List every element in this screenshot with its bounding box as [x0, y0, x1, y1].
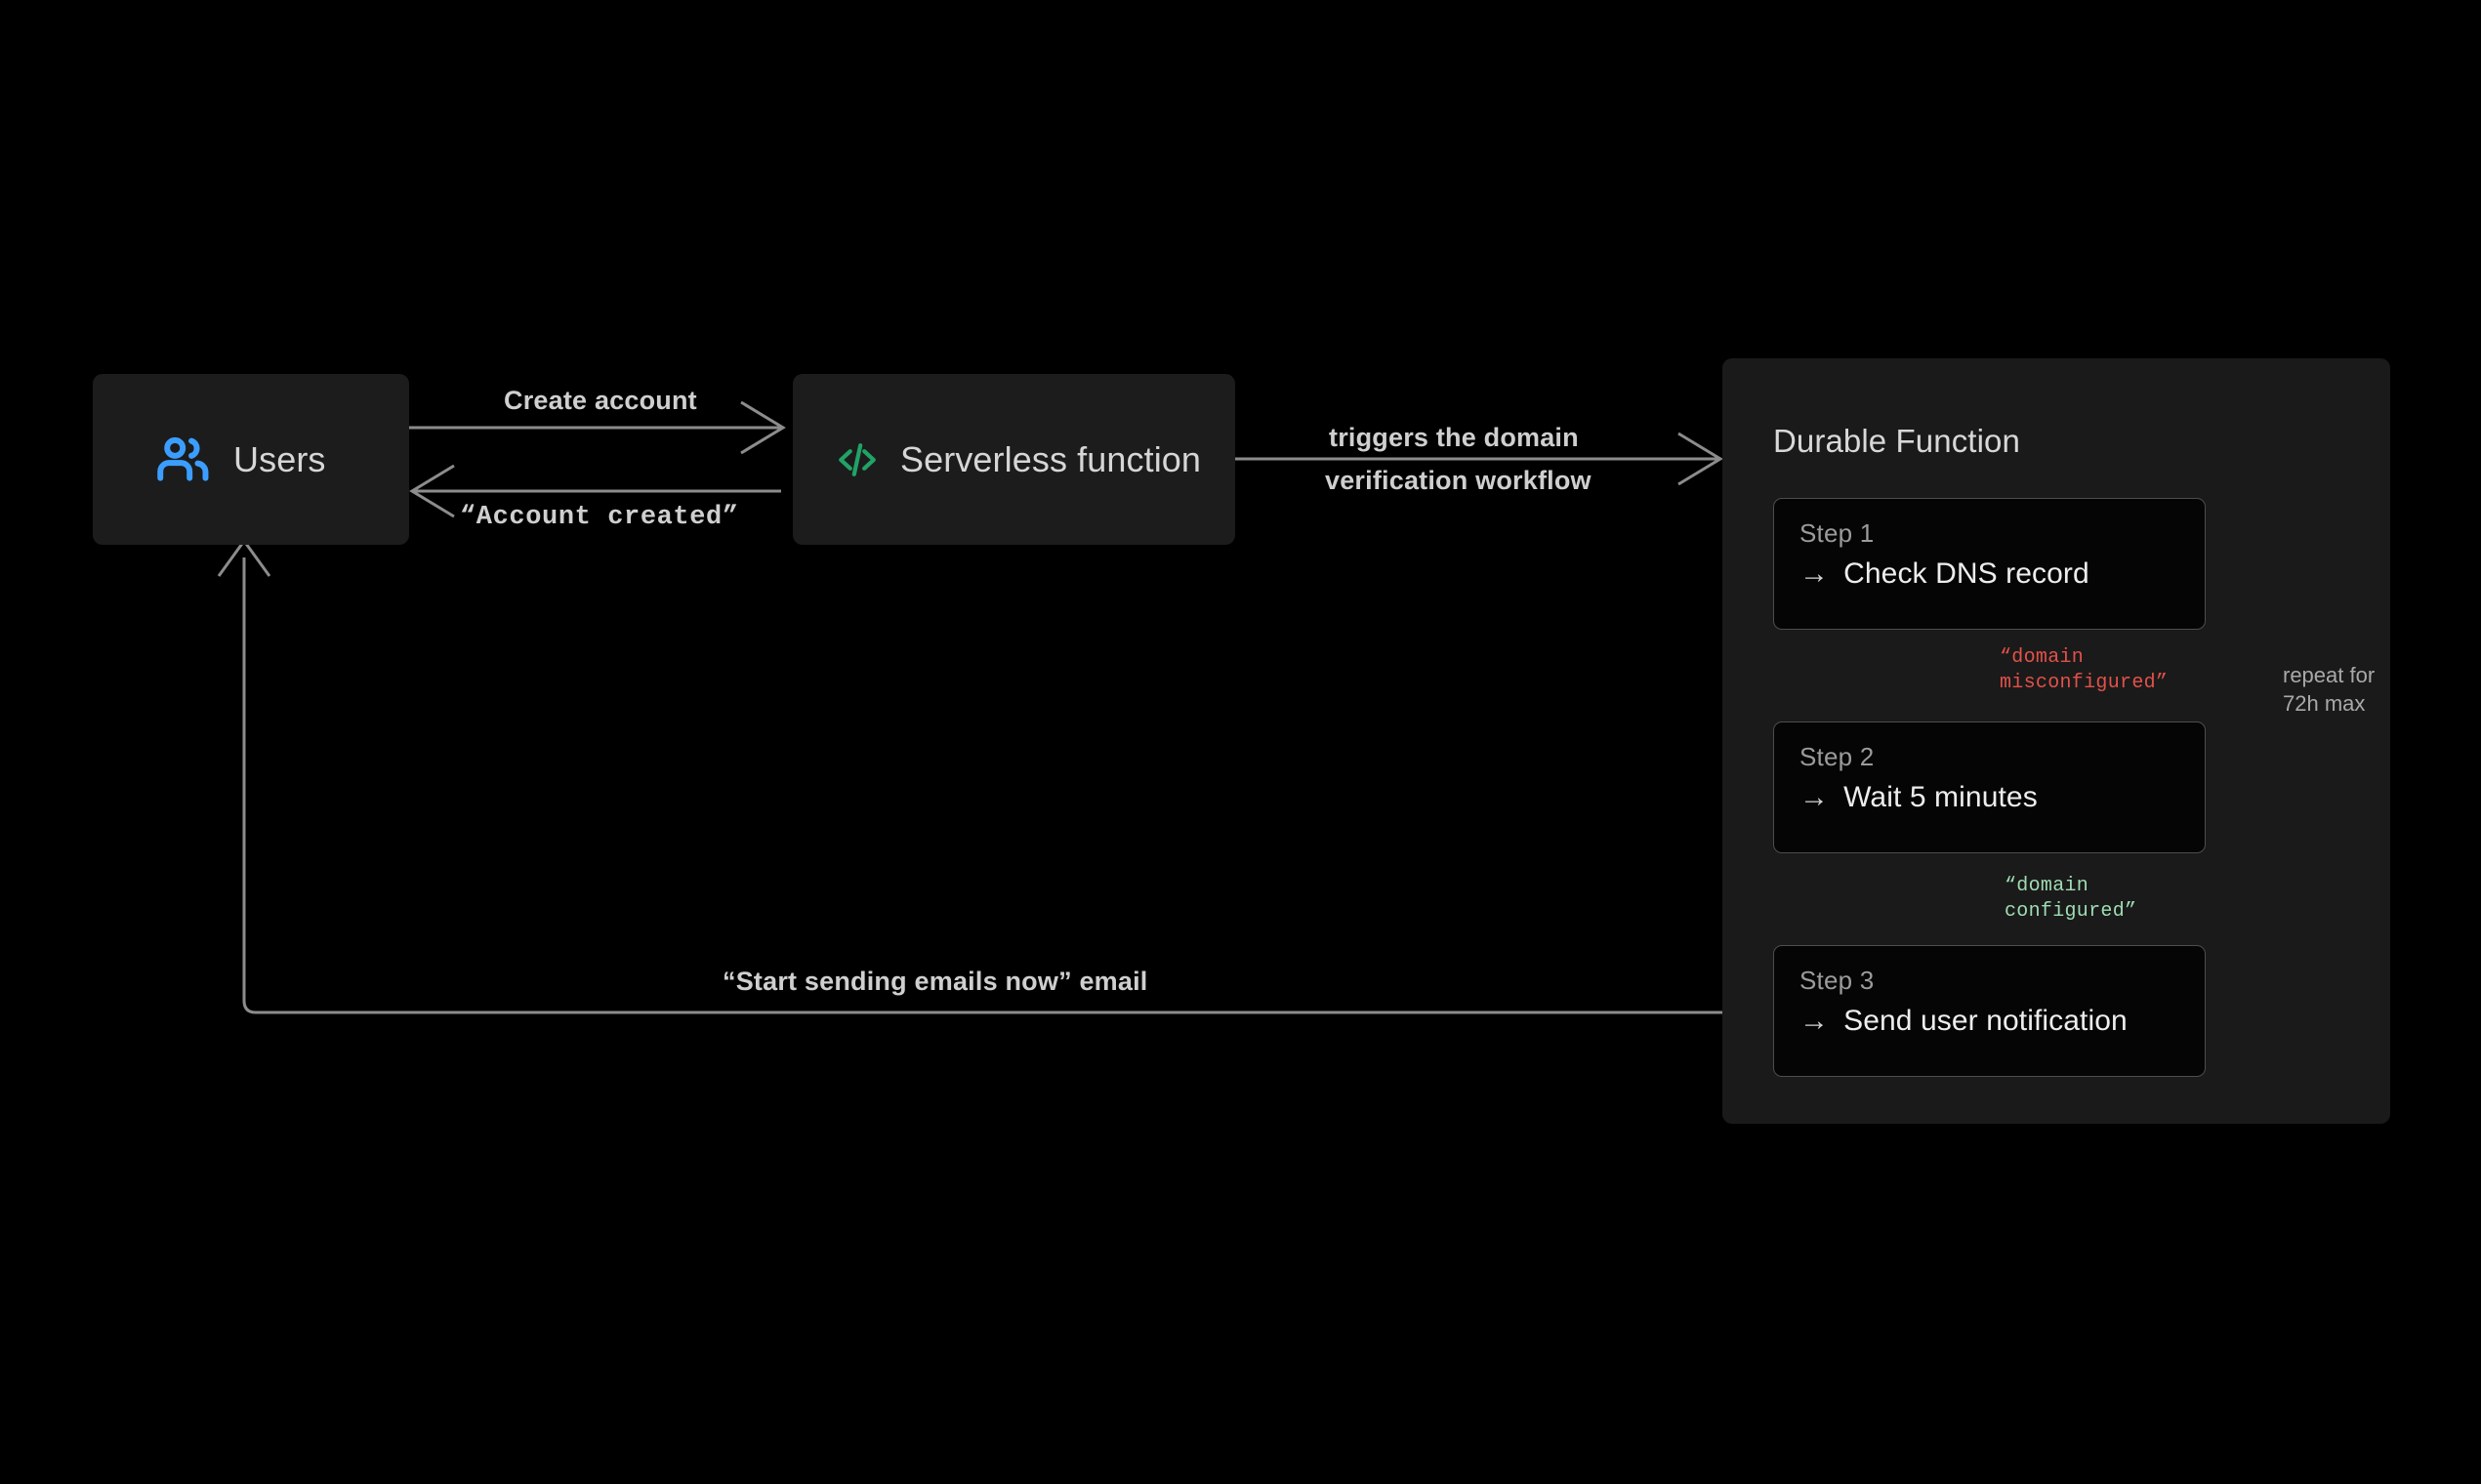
- step-3-body: → Send user notification: [1799, 1005, 2128, 1038]
- edge-label-repeat-loop-line2: 72h max: [2283, 691, 2366, 716]
- edge-notify-user-line: [242, 557, 1762, 1014]
- step-2-label: Wait 5 minutes: [1843, 781, 2038, 813]
- arrow-right-icon: →: [1799, 781, 1830, 813]
- edge-trigger-arrowhead: [1677, 432, 1723, 486]
- edge-label-create-account: Create account: [504, 386, 697, 415]
- edge-label-trigger-workflow-line2: verification workflow: [1325, 466, 1592, 495]
- step-1-label: Check DNS record: [1843, 557, 2089, 590]
- node-durable-function[interactable]: Durable Function Step 1 → Check DNS reco…: [1722, 358, 2390, 1124]
- edge-label-configured-line1: “domain: [2005, 875, 2089, 897]
- step-card-2[interactable]: Step 2 → Wait 5 minutes: [1773, 721, 2206, 853]
- step-2-eyebrow: Step 2: [1799, 742, 1875, 771]
- users-icon: [153, 430, 214, 490]
- edge-notify-user-arrowhead: [217, 538, 271, 577]
- node-users-label: Users: [233, 438, 326, 479]
- node-serverless-function[interactable]: Serverless function: [793, 374, 1235, 545]
- edge-account-created-arrowhead: [409, 464, 455, 518]
- step-1-body: → Check DNS record: [1799, 557, 2089, 591]
- edge-label-trigger-workflow-line1: triggers the domain: [1329, 423, 1579, 452]
- edge-create-account-arrowhead: [740, 400, 786, 455]
- node-serverless-function-label: Serverless function: [900, 438, 1202, 479]
- edge-label-misconfigured-line1: “domain: [2000, 646, 2085, 669]
- step-card-3[interactable]: Step 3 → Send user notification: [1773, 945, 2206, 1077]
- edge-label-configured-line2: configured”: [2005, 900, 2137, 923]
- edge-label-notify-user: “Start sending emails now” email: [723, 967, 1148, 996]
- edge-label-misconfigured-line2: misconfigured”: [2000, 672, 2169, 694]
- arrow-right-icon: →: [1799, 1005, 1830, 1037]
- step-card-1[interactable]: Step 1 → Check DNS record: [1773, 498, 2206, 630]
- edge-label-repeat-loop-line1: repeat for: [2283, 663, 2376, 687]
- step-2-body: → Wait 5 minutes: [1799, 781, 2038, 814]
- code-brackets-icon: [834, 436, 881, 483]
- durable-function-title: Durable Function: [1773, 423, 2020, 459]
- node-users[interactable]: Users: [93, 374, 409, 545]
- arrow-right-icon: →: [1799, 557, 1830, 590]
- step-3-label: Send user notification: [1843, 1005, 2128, 1037]
- step-3-eyebrow: Step 3: [1799, 966, 1875, 995]
- step-1-eyebrow: Step 1: [1799, 518, 1875, 548]
- edge-label-account-created: “Account created”: [460, 503, 739, 532]
